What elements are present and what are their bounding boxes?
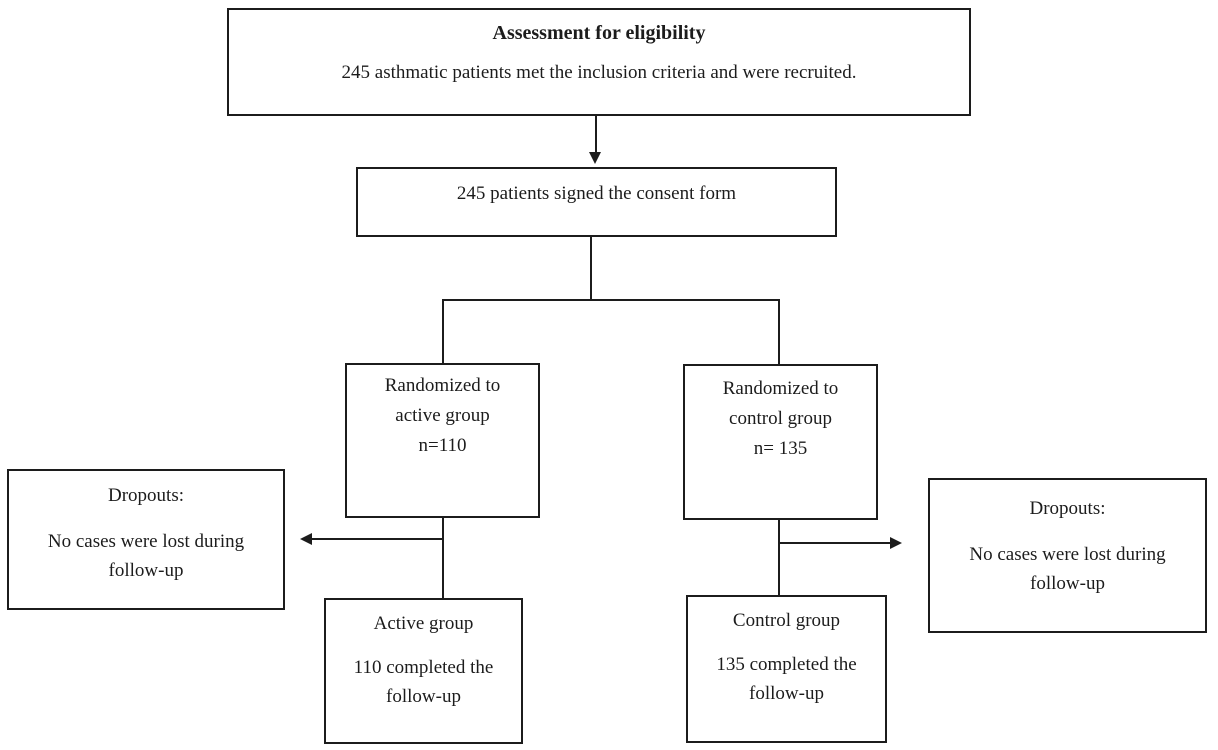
connector-split-left — [442, 299, 444, 363]
randomized-control-box: Randomized to control group n= 135 — [683, 364, 878, 520]
eligibility-body: 245 asthmatic patients met the inclusion… — [341, 62, 857, 83]
arrow-right-icon — [890, 537, 902, 549]
connector-eligibility-to-consent — [595, 116, 597, 154]
dropouts-left-line1: No cases were lost during — [47, 531, 245, 552]
connector-split-horizontal — [442, 299, 780, 301]
randomized-control-line1: Randomized to — [722, 378, 839, 399]
connector-dropouts-right — [779, 542, 890, 544]
active-group-box: Active group 110 completed the follow-up — [324, 598, 523, 744]
active-group-line2: 110 completed the — [353, 657, 494, 678]
consent-box: 245 patients signed the consent form — [356, 167, 837, 237]
randomized-active-box: Randomized to active group n=110 — [345, 363, 540, 518]
randomized-control-line2: control group — [729, 408, 832, 429]
active-group-line3: follow-up — [386, 686, 461, 707]
eligibility-box: Assessment for eligibility 245 asthmatic… — [227, 8, 971, 116]
arrow-left-icon — [300, 533, 312, 545]
dropouts-right-line1: No cases were lost during — [969, 544, 1166, 565]
consent-body: 245 patients signed the consent form — [456, 183, 737, 204]
eligibility-title: Assessment for eligibility — [492, 22, 706, 44]
connector-dropouts-left — [311, 538, 443, 540]
randomized-active-line3: n=110 — [418, 435, 467, 456]
randomized-active-line1: Randomized to — [384, 375, 501, 396]
active-group-line1: Active group — [373, 613, 474, 634]
arrow-down-icon — [589, 152, 601, 164]
connector-split-right — [778, 299, 780, 364]
randomized-control-line3: n= 135 — [753, 438, 808, 459]
connector-control-down — [778, 519, 780, 595]
dropouts-right-title: Dropouts: — [1029, 498, 1106, 519]
dropouts-left-line2: follow-up — [108, 560, 184, 581]
connector-consent-down — [590, 236, 592, 301]
dropouts-left-title: Dropouts: — [108, 485, 184, 506]
control-group-line3: follow-up — [749, 683, 824, 704]
dropouts-right-box: Dropouts: No cases were lost during foll… — [928, 478, 1207, 633]
control-group-line1: Control group — [732, 610, 841, 631]
control-group-line2: 135 completed the — [716, 654, 857, 675]
control-group-box: Control group 135 completed the follow-u… — [686, 595, 887, 743]
dropouts-right-line2: follow-up — [1030, 573, 1105, 594]
connector-active-down — [442, 517, 444, 598]
randomized-active-line2: active group — [395, 405, 490, 426]
dropouts-left-box: Dropouts: No cases were lost during foll… — [7, 469, 285, 610]
